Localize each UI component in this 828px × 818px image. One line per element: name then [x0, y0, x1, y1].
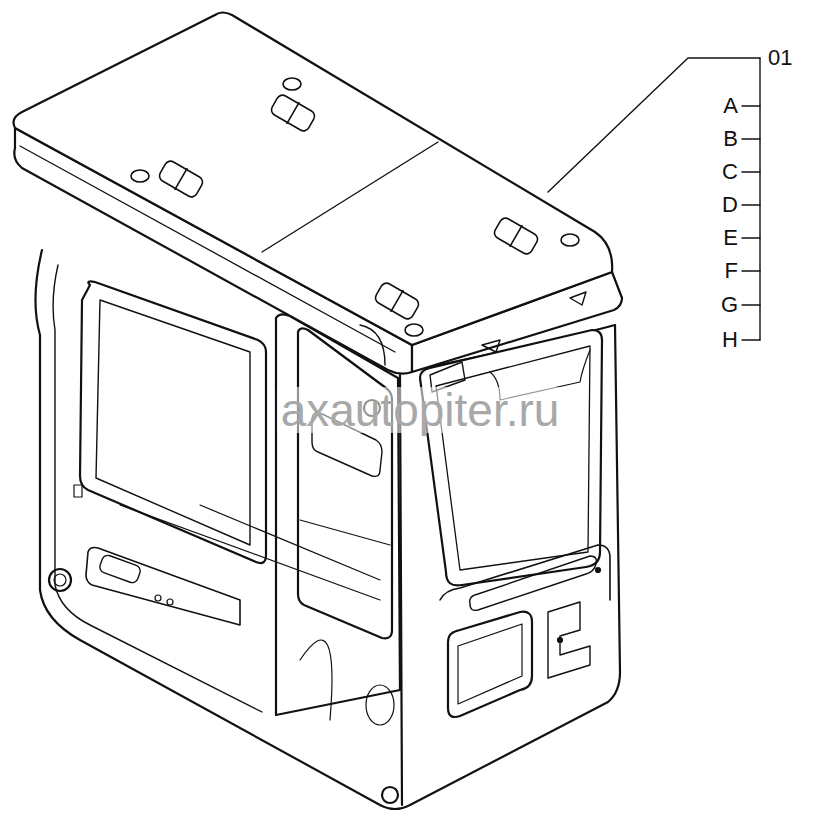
watermark: axautopiter.ru — [277, 387, 564, 433]
callout-letter: E — [723, 227, 738, 249]
callout-letter: A — [723, 95, 738, 117]
callout-letter: H — [722, 329, 738, 351]
callout-letter: B — [723, 128, 738, 150]
callout-letter: C — [722, 161, 738, 183]
callout-number: 01 — [768, 47, 792, 69]
callout-letter: D — [722, 194, 738, 216]
callout-letter: F — [725, 260, 738, 282]
callout-letter: G — [721, 294, 738, 316]
